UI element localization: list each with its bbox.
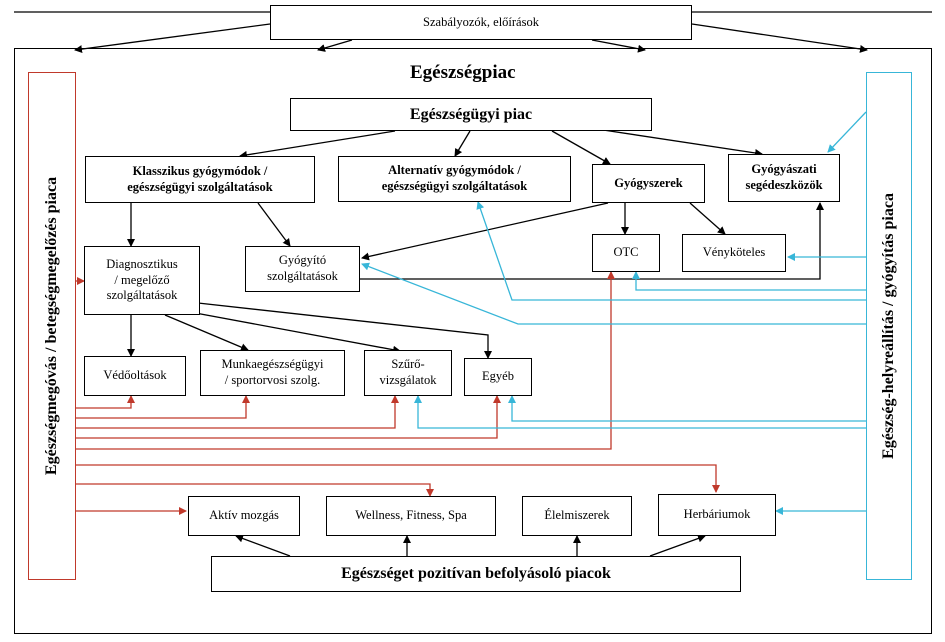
arrow-health-to-alternative: [454, 130, 471, 157]
otc-box: OTC: [592, 234, 660, 272]
occupational-health-box: Munkaegészségügyi / sportorvosi szolg.: [200, 350, 345, 396]
arrow-curative-to-aids: [360, 202, 824, 280]
herbal-products-box: Herbáriumok: [658, 494, 776, 536]
arrow-diag-to-occupational: [164, 314, 249, 351]
arrow-positive-to-active: [235, 534, 291, 557]
arrow-diag-to-other: [197, 302, 492, 359]
red-arrows: [76, 271, 720, 515]
arrow-blue-to-aids: [827, 111, 867, 153]
arrow-blue-to-curative: [361, 262, 866, 325]
prevention-market-label: Egészségmegóvás / betegségmegelőzés piac…: [43, 176, 60, 476]
arrow-red-to-screening: [76, 395, 399, 429]
diagram-title: Egészségpiac: [410, 62, 516, 83]
black-arrows: [127, 127, 824, 557]
medical-aids-box: Gyógyászati segédeszközök: [728, 154, 840, 202]
arrow-red-to-wellness: [76, 483, 434, 497]
classical-therapies-box: Klasszikus gyógymódok / egészségügyi szo…: [85, 156, 315, 203]
arrow-blue-to-otc: [632, 271, 866, 291]
active-movement-box: Aktív mozgás: [188, 496, 300, 536]
arrow-health-to-classical: [239, 130, 396, 159]
curative-services-box: Gyógyító szolgáltatások: [245, 246, 360, 292]
arrow-red-to-other: [76, 395, 501, 439]
arrow-reg-left: [74, 23, 271, 54]
arrow-positive-to-herbal: [649, 534, 706, 557]
arrow-red-to-occupational: [76, 395, 250, 419]
arrow-health-to-medicines: [551, 130, 611, 165]
arrow-blue-to-alternative: [476, 201, 866, 301]
arrow-red-to-vaccinations: [76, 395, 135, 409]
positive-influence-markets-box: Egészséget pozitívan befolyásoló piacok: [211, 556, 741, 592]
medicines-box: Gyógyszerek: [592, 164, 705, 203]
blue-arrows: [361, 111, 867, 515]
other-box: Egyéb: [464, 358, 532, 396]
arrow-reg-right: [691, 23, 868, 53]
health-market-frame: [14, 48, 932, 634]
prevention-market-panel: Egészségmegóvás / betegségmegelőzés piac…: [28, 72, 76, 580]
prescription-box: Vényköteles: [682, 234, 786, 272]
wellness-box: Wellness, Fitness, Spa: [326, 496, 496, 536]
regulations-box: Szabályozók, előírások: [270, 5, 692, 40]
health-care-market-box: Egészségügyi piac: [290, 98, 652, 131]
arrow-blue-to-other: [508, 395, 866, 422]
regulation-arrows: [14, 11, 932, 54]
arrow-red-to-otc: [76, 271, 615, 450]
arrow-classical-to-curative: [257, 202, 291, 247]
arrow-medicines-to-prescription: [689, 202, 726, 235]
arrow-medicines-to-curative: [361, 202, 609, 261]
screening-box: Szűrő- vizsgálatok: [364, 350, 452, 396]
foods-box: Élelmiszerek: [522, 496, 632, 536]
vaccinations-box: Védőoltások: [84, 356, 186, 396]
diagnostic-services-box: Diagnosztikus / megelőző szolgáltatások: [84, 246, 200, 315]
arrow-red-to-herbal: [76, 464, 720, 493]
alternative-therapies-box: Alternatív gyógymódok / egészségügyi szo…: [338, 156, 571, 202]
restoration-market-label: Egészség-helyreállítás / gyógyítás piaca: [880, 193, 897, 459]
arrow-health-to-aids: [589, 127, 763, 157]
restoration-market-panel: Egészség-helyreállítás / gyógyítás piaca: [866, 72, 912, 580]
arrow-blue-to-screening: [414, 395, 866, 429]
arrow-diag-to-screening: [189, 311, 401, 354]
